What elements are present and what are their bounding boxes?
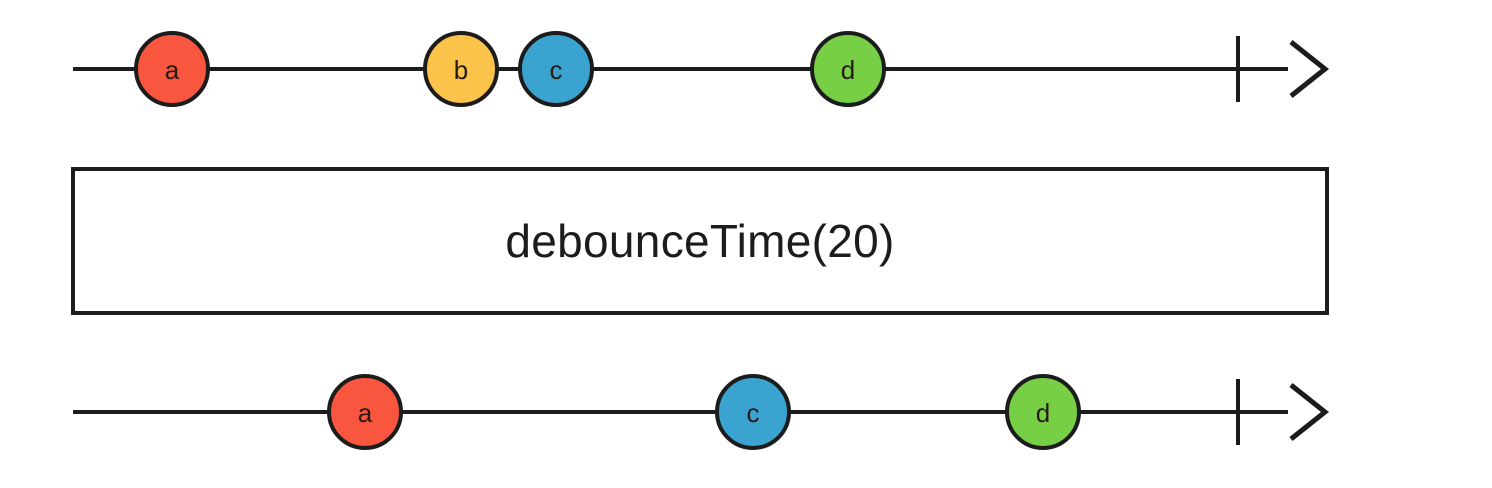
marble-b[interactable]: b <box>423 31 499 107</box>
marble-label: c <box>747 398 760 428</box>
marble-label: a <box>165 55 180 85</box>
marble-d[interactable]: d <box>1005 374 1081 450</box>
marble-label: a <box>358 398 373 428</box>
marble-label: d <box>841 55 855 85</box>
marble-circle[interactable] <box>134 31 210 107</box>
operator-box-label: debounceTime(20) <box>505 215 894 267</box>
marble-label: c <box>550 55 563 85</box>
marble-c[interactable]: c <box>715 374 791 450</box>
operator-box-rect[interactable] <box>71 167 1329 315</box>
marble-circle[interactable] <box>518 31 594 107</box>
result-arrow-head-icon <box>1289 383 1330 441</box>
marble-circle[interactable] <box>810 31 886 107</box>
marble-circle[interactable] <box>1005 374 1081 450</box>
marble-label: b <box>454 55 468 85</box>
marble-a[interactable]: a <box>134 31 210 107</box>
marble-circle[interactable] <box>715 374 791 450</box>
operator-box[interactable]: debounceTime(20) <box>71 167 1329 315</box>
source-marbles: a b c d <box>134 31 886 107</box>
marble-circle[interactable] <box>327 374 403 450</box>
marble-circle[interactable] <box>423 31 499 107</box>
source-stream: a b c d <box>73 31 1330 107</box>
marble-d[interactable]: d <box>810 31 886 107</box>
marble-a[interactable]: a <box>327 374 403 450</box>
marble-label: d <box>1036 398 1050 428</box>
marble-c[interactable]: c <box>518 31 594 107</box>
source-arrow-head-icon <box>1289 40 1330 98</box>
